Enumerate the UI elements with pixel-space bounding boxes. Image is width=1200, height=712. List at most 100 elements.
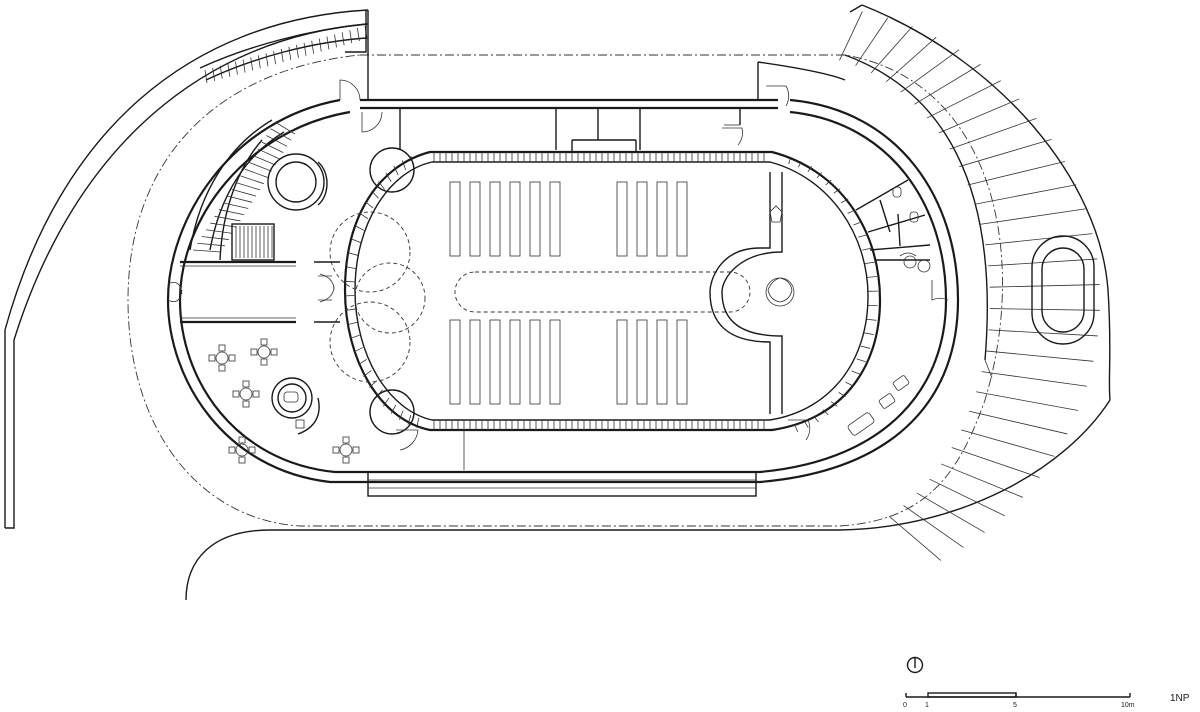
cafe-table bbox=[339, 443, 353, 457]
stair-tread bbox=[197, 242, 225, 247]
wall-hatch bbox=[853, 221, 863, 226]
cafe-chair bbox=[238, 456, 246, 464]
pew bbox=[449, 319, 461, 405]
pew-rows bbox=[449, 181, 688, 405]
stair-tread bbox=[855, 17, 889, 66]
stair-tread bbox=[265, 53, 269, 67]
wall-hatch bbox=[350, 334, 360, 339]
pew bbox=[509, 181, 521, 257]
door-swings bbox=[339, 79, 949, 470]
pew bbox=[549, 319, 561, 405]
cafe-chair bbox=[228, 446, 236, 454]
round-columns bbox=[369, 147, 415, 435]
pew bbox=[529, 181, 541, 257]
wall-hatch bbox=[816, 172, 823, 178]
wall-hatch bbox=[354, 225, 365, 231]
stair-tread bbox=[959, 138, 1052, 167]
wall-hatch bbox=[345, 308, 356, 311]
stair-tread bbox=[349, 30, 353, 44]
stair-tread bbox=[311, 40, 315, 54]
wall-hatch bbox=[363, 370, 372, 377]
cafe-table bbox=[257, 345, 271, 359]
cafe-chair bbox=[260, 358, 268, 366]
stair-tread bbox=[201, 236, 229, 240]
stair-tread bbox=[941, 463, 1024, 498]
stair-tread bbox=[273, 51, 276, 65]
wall-hatch bbox=[822, 409, 829, 416]
stair-tread bbox=[916, 492, 985, 533]
wall-hatch bbox=[359, 212, 369, 220]
cafe-chair bbox=[250, 348, 258, 356]
cafe-chair bbox=[252, 390, 260, 398]
stair-tread bbox=[985, 233, 1093, 246]
stair-tread bbox=[938, 98, 1020, 134]
stair-tread bbox=[951, 447, 1040, 478]
entrance-vestibule bbox=[167, 260, 340, 324]
wall-hatch bbox=[365, 201, 374, 209]
roof-outline-dashdot bbox=[127, 54, 1003, 527]
stair-tread bbox=[240, 175, 264, 185]
wall-hatch bbox=[866, 318, 877, 321]
cafe-chair bbox=[260, 338, 268, 346]
stair-tread bbox=[870, 26, 913, 74]
wall-hatch bbox=[788, 158, 791, 165]
cafe-chair bbox=[242, 400, 250, 408]
scale-tick-0: 0 bbox=[903, 702, 907, 709]
stair-tread bbox=[839, 11, 863, 61]
stair-tread bbox=[253, 155, 276, 166]
wall-hatch bbox=[838, 392, 846, 398]
wall-hatch bbox=[833, 188, 841, 194]
cafe-chair bbox=[242, 380, 250, 388]
stair-tread bbox=[949, 118, 1037, 150]
stair-tread bbox=[235, 61, 238, 75]
pew bbox=[636, 319, 648, 405]
reception-desk bbox=[271, 377, 320, 435]
cafe-chair bbox=[208, 354, 216, 362]
wall-hatch bbox=[345, 280, 356, 283]
stair-tread bbox=[885, 36, 937, 83]
scale-tick-1: 1 bbox=[925, 702, 929, 709]
wall-hatch bbox=[845, 381, 854, 387]
wall-hatch bbox=[825, 179, 832, 186]
wall-hatch bbox=[830, 401, 838, 407]
stair-tread bbox=[204, 69, 208, 84]
stair-tread bbox=[219, 65, 223, 79]
wall-hatch bbox=[346, 266, 357, 269]
pew bbox=[656, 181, 668, 257]
pew bbox=[616, 319, 628, 405]
wall-hatch bbox=[856, 358, 866, 363]
wall-hatch bbox=[385, 172, 392, 182]
wall-hatch bbox=[383, 397, 390, 407]
stair-tread bbox=[326, 36, 330, 50]
stair-tread bbox=[223, 202, 249, 209]
stair-tread bbox=[280, 48, 284, 63]
stair-tread bbox=[981, 371, 1087, 387]
north-arrow-icon bbox=[906, 656, 924, 674]
stair-tread bbox=[257, 55, 261, 69]
wall-hatch bbox=[348, 252, 359, 256]
right-fan-stair bbox=[839, 4, 1111, 561]
wall-hatch bbox=[399, 410, 404, 421]
stair-tread bbox=[914, 64, 981, 105]
wall-hatch bbox=[401, 160, 407, 170]
stair-tread bbox=[989, 284, 1100, 288]
cafe-chair bbox=[248, 446, 256, 454]
pew bbox=[676, 319, 688, 405]
pew bbox=[489, 319, 501, 405]
right-lounge-furniture bbox=[847, 375, 910, 436]
wall-hatch bbox=[351, 238, 361, 244]
pew bbox=[469, 319, 481, 405]
stair-tread bbox=[926, 80, 1001, 119]
wall-hatch bbox=[807, 165, 813, 172]
stair-tread bbox=[227, 195, 253, 203]
cafe-table bbox=[235, 443, 249, 457]
wall-hatch bbox=[416, 417, 420, 428]
stair-tread bbox=[356, 28, 360, 42]
stair-tread bbox=[969, 410, 1068, 435]
wall-hatch bbox=[864, 332, 874, 335]
pew bbox=[616, 181, 628, 257]
stair-tread bbox=[205, 229, 233, 234]
right-wing-toilets bbox=[855, 179, 931, 273]
wall-hatch bbox=[858, 234, 868, 238]
